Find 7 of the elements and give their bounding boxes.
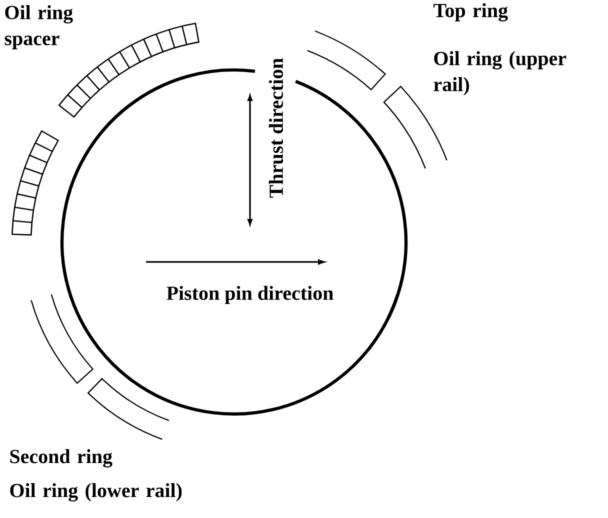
label: Piston pin direction [166, 286, 334, 304]
label: Oil ring (lower rail) [10, 483, 182, 502]
label: Oil ring spacer [4, 5, 73, 50]
label: Second ring [10, 449, 112, 468]
label: Thrust direction [268, 58, 284, 198]
label: Top ring [434, 3, 508, 22]
label: Oil ring (upper rail) [434, 51, 566, 96]
